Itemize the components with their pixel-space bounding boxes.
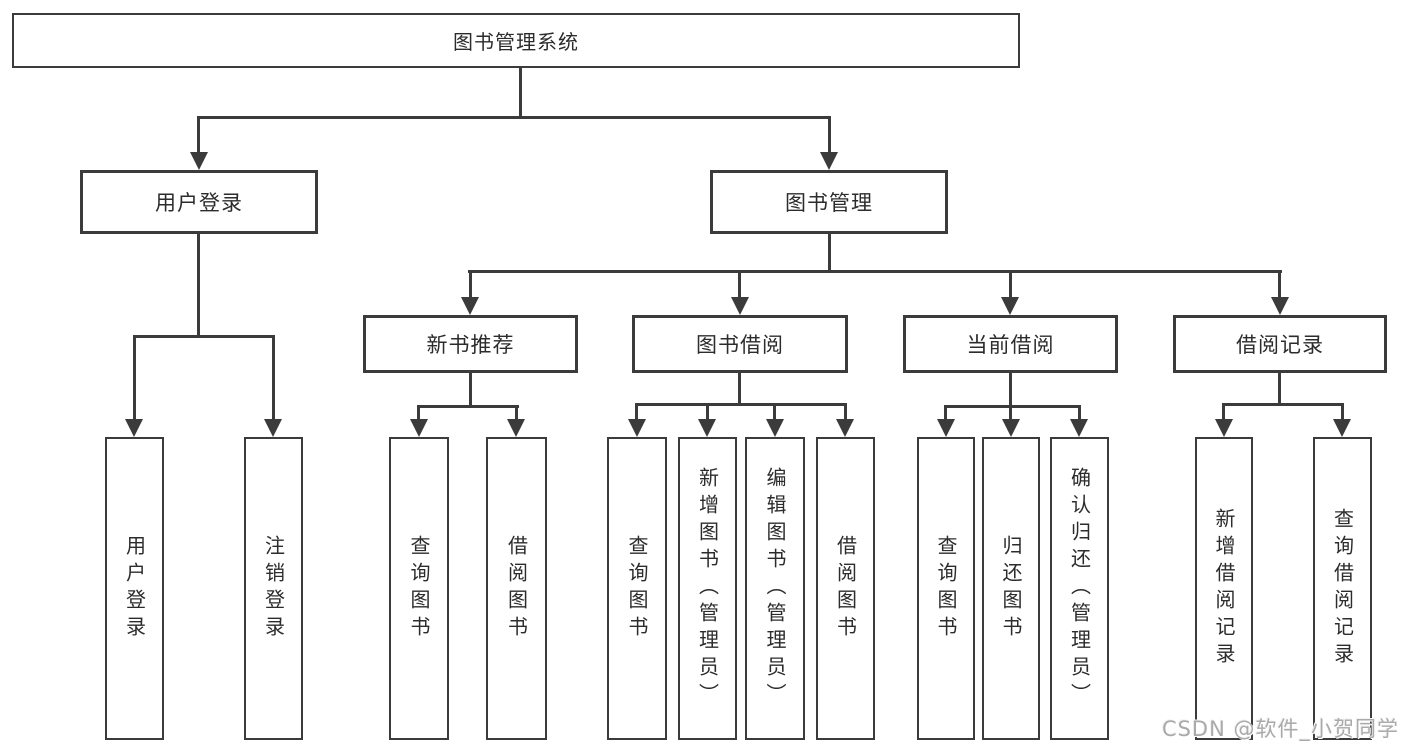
connector-line (773, 403, 776, 421)
connector-line (272, 335, 275, 421)
arrow-down-icon (836, 419, 854, 437)
leaf-current-confirm-return-admin: 确认归还（管理员） (1050, 437, 1109, 740)
leaf-user-login: 用户登录 (105, 437, 164, 740)
leaf-recommend-borrow-books: 借阅图书 (486, 437, 547, 740)
connector-line (133, 335, 275, 338)
arrow-down-icon (264, 419, 282, 437)
arrow-down-icon (1215, 419, 1233, 437)
arrow-down-icon (507, 419, 525, 437)
connector-line (738, 270, 741, 299)
connector-line (519, 68, 522, 119)
node-current-borrow: 当前借阅 (903, 315, 1118, 373)
node-new-book-recommend: 新书推荐 (363, 315, 578, 373)
leaf-label: 查询图书 (934, 534, 958, 643)
connector-line (1009, 405, 1012, 421)
connector-line (469, 373, 472, 408)
leaf-recommend-query-books: 查询图书 (389, 437, 449, 740)
connector-line (1222, 403, 1344, 406)
node-book-borrow: 图书借阅 (632, 315, 848, 373)
connector-line (197, 116, 831, 119)
leaf-label: 查询图书 (407, 534, 431, 643)
arrow-down-icon (698, 419, 716, 437)
leaf-borrow-edit-books-admin: 编辑图书（管理员） (745, 437, 805, 740)
node-book-management: 图书管理 (710, 170, 948, 234)
connector-line (1222, 403, 1225, 421)
connector-line (944, 405, 1081, 408)
arrow-down-icon (731, 297, 749, 315)
node-borrow-records: 借阅记录 (1173, 315, 1387, 373)
leaf-label: 借阅图书 (833, 534, 858, 643)
connector-line (706, 403, 709, 421)
connector-line (417, 405, 519, 408)
leaf-records-query-record: 查询借阅记录 (1313, 437, 1372, 740)
arrow-down-icon (1002, 419, 1020, 437)
leaf-label: 编辑图书（管理员） (763, 467, 787, 710)
leaf-label: 新增借阅记录 (1212, 507, 1236, 670)
arrow-down-icon (766, 419, 784, 437)
leaf-label: 查询借阅记录 (1330, 507, 1355, 670)
connector-line (197, 234, 200, 337)
connector-line (1009, 373, 1012, 408)
leaf-label: 注销登录 (261, 534, 286, 643)
connector-line (133, 335, 136, 421)
leaf-label: 确认归还（管理员） (1067, 467, 1092, 710)
connector-line (635, 403, 847, 406)
arrow-down-icon (1001, 297, 1019, 315)
arrow-down-icon (1271, 297, 1289, 315)
arrow-down-icon (820, 152, 838, 170)
connector-line (828, 234, 831, 272)
connector-line (197, 116, 200, 154)
leaf-current-return-books: 归还图书 (982, 437, 1040, 740)
arrow-down-icon (1070, 419, 1088, 437)
arrow-down-icon (628, 419, 646, 437)
connector-line (1278, 270, 1281, 299)
arrow-down-icon (125, 419, 143, 437)
connector-line (468, 270, 1282, 273)
connector-line (738, 373, 741, 406)
leaf-label: 归还图书 (999, 534, 1023, 643)
arrow-down-icon (937, 419, 955, 437)
connector-line (944, 405, 947, 421)
connector-line (515, 405, 518, 421)
leaf-borrow-borrow-books: 借阅图书 (816, 437, 875, 740)
connector-line (1078, 405, 1081, 421)
connector-line (844, 403, 847, 421)
leaf-borrow-add-books-admin: 新增图书（管理员） (678, 437, 737, 740)
leaf-records-add-record: 新增借阅记录 (1195, 437, 1253, 740)
leaf-label: 查询图书 (625, 534, 649, 643)
connector-line (635, 403, 638, 421)
connector-line (1009, 270, 1012, 299)
leaf-label: 用户登录 (122, 534, 147, 643)
node-root: 图书管理系统 (12, 13, 1020, 68)
watermark: CSDN @软件_小贺同学 (1161, 717, 1399, 741)
leaf-borrow-query-books: 查询图书 (607, 437, 667, 740)
connector-line (1341, 403, 1344, 421)
leaf-label: 新增图书（管理员） (695, 467, 720, 710)
connector-line (828, 116, 831, 154)
arrow-down-icon (410, 419, 428, 437)
leaf-logout: 注销登录 (244, 437, 303, 740)
connector-line (469, 270, 472, 299)
arrow-down-icon (190, 152, 208, 170)
leaf-current-query-books: 查询图书 (917, 437, 975, 740)
arrow-down-icon (461, 297, 479, 315)
node-user-login: 用户登录 (80, 170, 318, 234)
connector-line (1278, 373, 1281, 406)
leaf-label: 借阅图书 (504, 534, 529, 643)
connector-line (417, 405, 420, 421)
arrow-down-icon (1333, 419, 1351, 437)
